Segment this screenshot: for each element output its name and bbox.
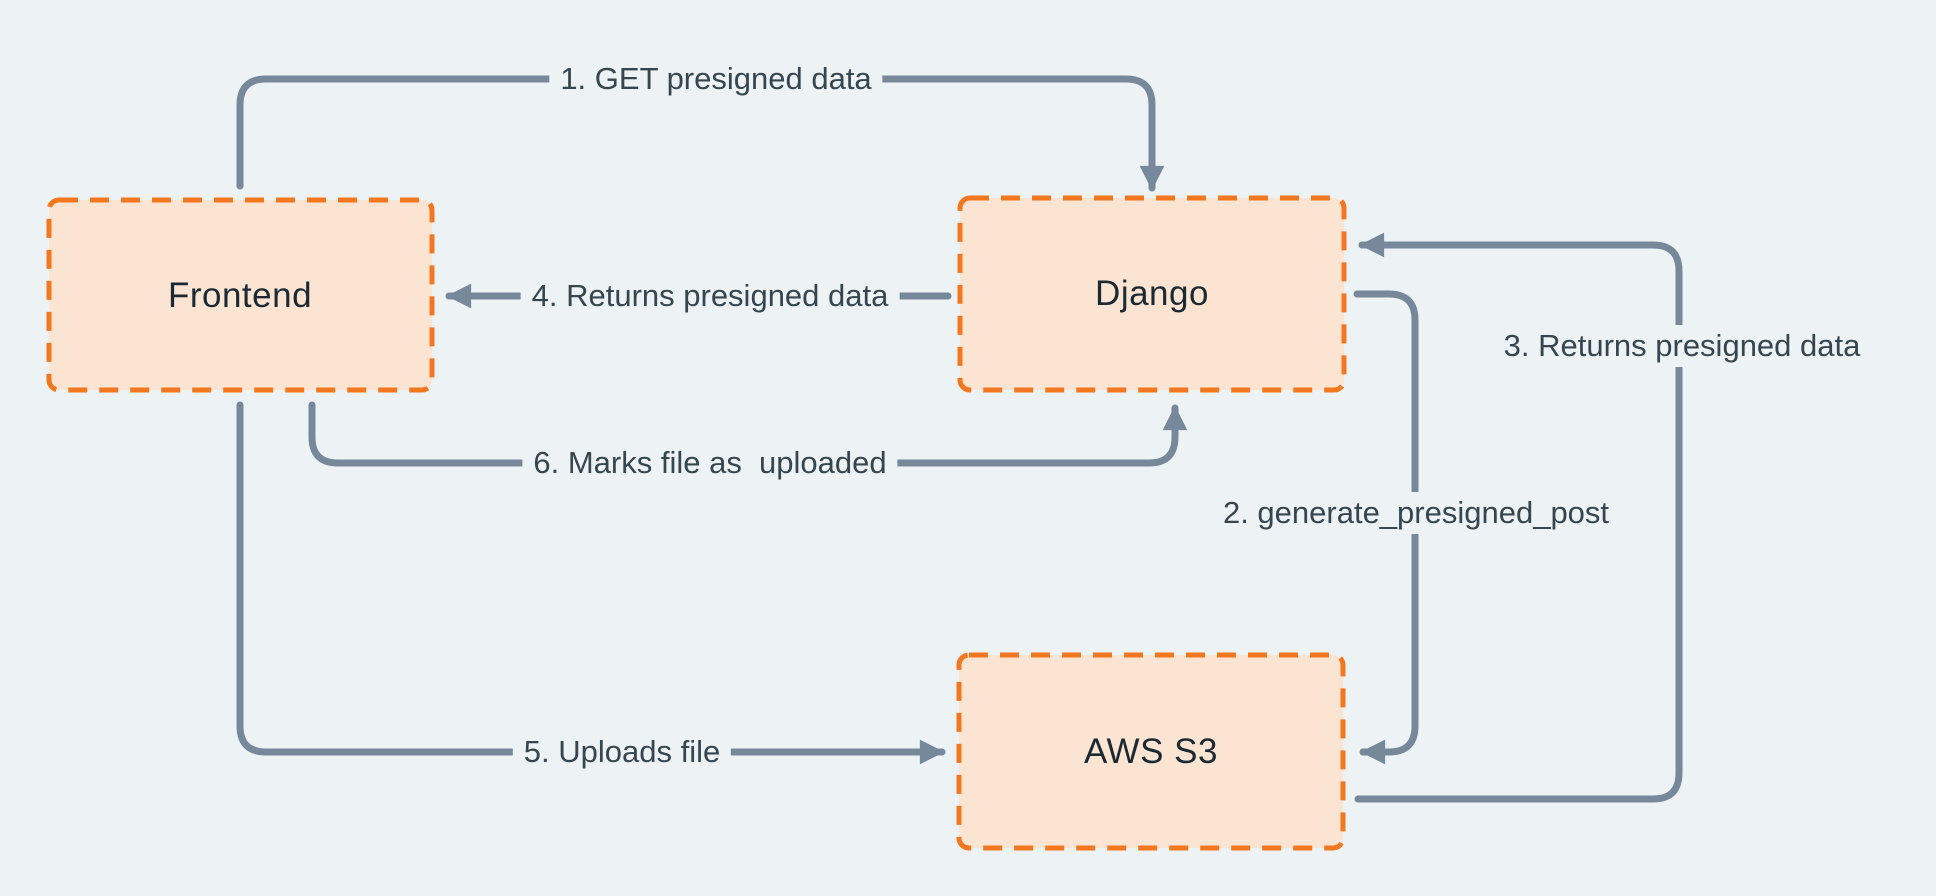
edge-label-5-uploads-file: 5. Uploads file [512, 731, 732, 773]
edge-label-3-returns-presigned-data: 3. Returns presigned data [1492, 325, 1872, 367]
node-box-django [957, 195, 1347, 393]
edge-3-returns-presigned-data [1354, 232, 1683, 803]
edge-label-4-returns-presigned-data: 4. Returns presigned data [520, 275, 900, 317]
node-box-frontend [46, 197, 435, 393]
node-box-aws-s3 [956, 652, 1346, 851]
edge-label-1-get-presigned-data: 1. GET presigned data [549, 58, 883, 100]
node-label-django: Django [1095, 274, 1209, 313]
edge-label-6-marks-file-uploaded: 6. Marks file as uploaded [522, 442, 898, 484]
node-label-aws-s3: AWS S3 [1084, 732, 1218, 771]
node-label-frontend: Frontend [167, 276, 313, 315]
edge-5-uploads-file [236, 401, 946, 765]
edge-label-2-generate-presigned-post: 2. generate_presigned_post [1211, 492, 1621, 534]
